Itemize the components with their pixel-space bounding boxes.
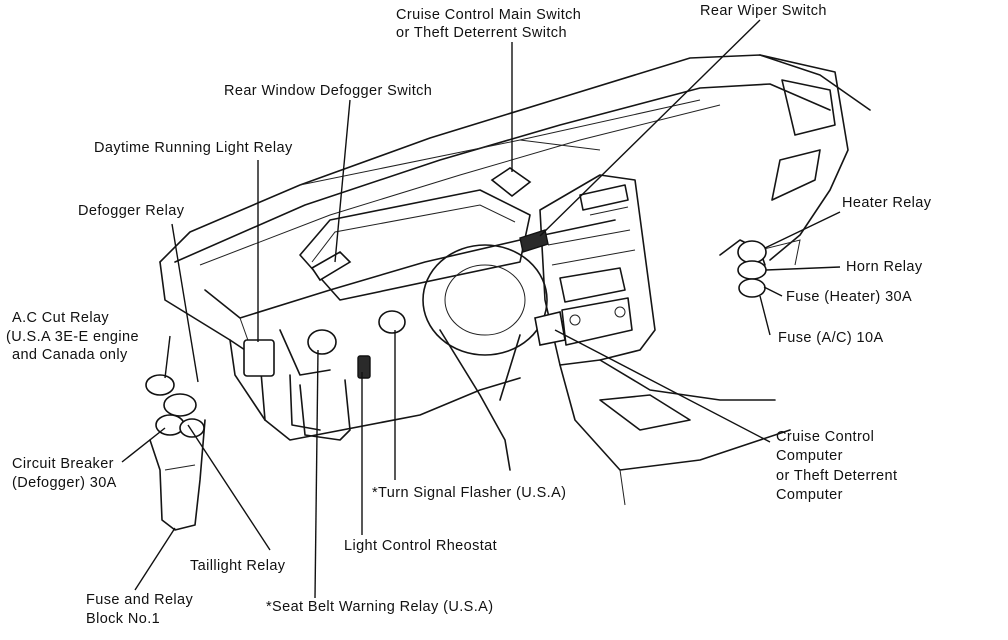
label-rear-window-defogger-switch: Rear Window Defogger Switch xyxy=(224,83,432,99)
label-circuit-breaker: Circuit Breaker (Defogger) 30A xyxy=(12,456,118,491)
label-light-control-rheostat: Light Control Rheostat xyxy=(344,538,497,554)
label-seat-belt-warning-relay: *Seat Belt Warning Relay (U.S.A) xyxy=(266,599,493,615)
dashboard-drawing xyxy=(149,54,871,531)
label-taillight-relay: Taillight Relay xyxy=(190,558,286,574)
label-horn-relay: Horn Relay xyxy=(846,259,923,275)
labels: Cruise Control Main Switch or Theft Dete… xyxy=(6,3,932,627)
label-heater-relay: Heater Relay xyxy=(842,195,932,211)
label-turn-signal-flasher: *Turn Signal Flasher (U.S.A) xyxy=(372,485,566,501)
label-cruise-control-computer: Cruise Control Computer or Theft Deterre… xyxy=(776,429,902,503)
label-fuse-and-relay-block: Fuse and Relay Block No.1 xyxy=(86,592,198,627)
label-defogger-relay: Defogger Relay xyxy=(78,203,185,219)
label-cruise-main-switch: Cruise Control Main Switch or Theft Dete… xyxy=(396,7,586,41)
label-ac-cut-relay: A.C Cut Relay (U.S.A 3E-E engine and Can… xyxy=(6,310,143,363)
label-rear-wiper-switch: Rear Wiper Switch xyxy=(700,3,827,19)
label-daytime-running-light-relay: Daytime Running Light Relay xyxy=(94,140,293,156)
label-fuse-heater: Fuse (Heater) 30A xyxy=(786,289,912,305)
label-fuse-ac: Fuse (A/C) 10A xyxy=(778,330,884,346)
leader-lines xyxy=(121,19,841,599)
component-parts xyxy=(145,167,767,438)
